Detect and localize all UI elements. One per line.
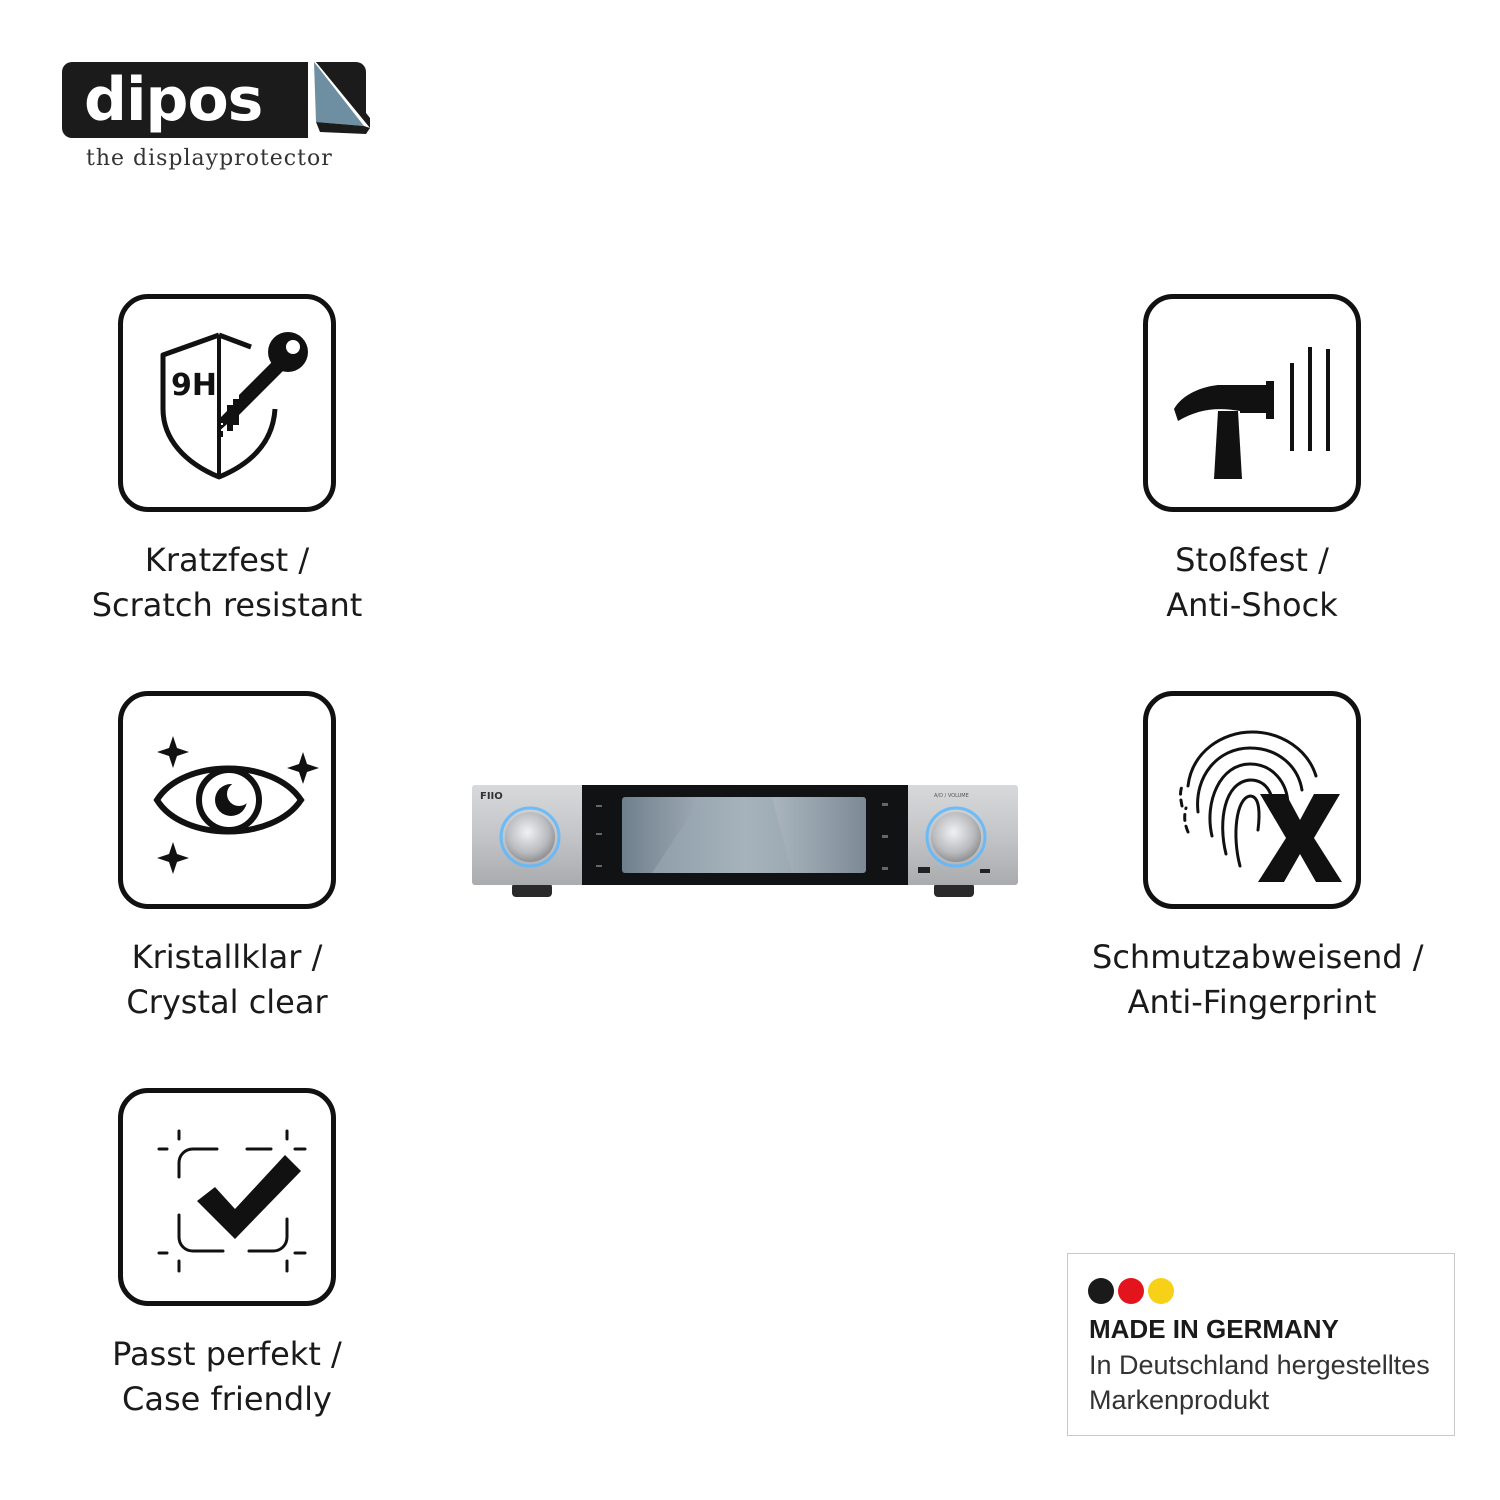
feature-icon-frame bbox=[118, 1088, 336, 1306]
badge-subtitle-line2: Markenprodukt bbox=[1089, 1385, 1270, 1415]
feature-anti-fingerprint: Schmutzabweisend / Anti-Fingerprint bbox=[1092, 691, 1424, 1025]
sparkling-eye-icon bbox=[153, 736, 319, 874]
hammer-shock-icon bbox=[1174, 347, 1330, 479]
badge-subtitle: In Deutschland hergestelltes Markenprodu… bbox=[1089, 1348, 1449, 1418]
feature-label-de: Kristallklar / bbox=[131, 938, 323, 976]
svg-text:9H: 9H bbox=[171, 368, 217, 403]
feature-label-en: Crystal clear bbox=[126, 983, 328, 1021]
feature-label: Schmutzabweisend / Anti-Fingerprint bbox=[1092, 935, 1424, 1025]
device-knob-label: A/D / VOLUME bbox=[934, 793, 969, 799]
shield-key-9h-icon: 9H bbox=[160, 332, 308, 480]
german-flag-dots bbox=[1088, 1278, 1178, 1304]
brand-tagline: the displayprotector bbox=[86, 146, 333, 171]
feature-scratch-resistant: 9H Kratzfest / Scratch resistant bbox=[67, 294, 387, 628]
badge-subtitle-line1: In Deutschland hergestelltes bbox=[1089, 1350, 1430, 1380]
feature-crystal-clear: Kristallklar / Crystal clear bbox=[67, 691, 387, 1025]
feature-label: Kristallklar / Crystal clear bbox=[67, 935, 387, 1025]
flag-dot-red bbox=[1118, 1278, 1144, 1304]
feature-icon-frame bbox=[1143, 294, 1361, 512]
fingerprint-x-icon bbox=[1179, 730, 1342, 882]
fiio-audio-device-image: FIIO A/D / VOLUME bbox=[472, 785, 1018, 897]
made-in-germany-badge: MADE IN GERMANY In Deutschland hergestel… bbox=[1067, 1253, 1455, 1436]
checkmark-frame-icon bbox=[157, 1129, 307, 1273]
feature-anti-shock: Stoßfest / Anti-Shock bbox=[1092, 294, 1412, 628]
feature-label-en: Anti-Shock bbox=[1166, 586, 1338, 624]
feature-label: Kratzfest / Scratch resistant bbox=[67, 538, 387, 628]
brand-name: dipos bbox=[84, 65, 263, 135]
feature-label-de: Kratzfest / bbox=[144, 541, 310, 579]
feature-label-de: Passt perfekt / bbox=[112, 1335, 342, 1373]
dipos-logo: dipos the displayprotector bbox=[62, 62, 370, 182]
feature-icon-frame bbox=[118, 691, 336, 909]
flag-dot-black bbox=[1088, 1278, 1114, 1304]
feature-label: Passt perfekt / Case friendly bbox=[67, 1332, 387, 1422]
feature-label-de: Stoßfest / bbox=[1175, 541, 1329, 579]
feature-icon-frame bbox=[1143, 691, 1361, 909]
feature-label-de: Schmutzabweisend / bbox=[1092, 938, 1424, 976]
feature-label-en: Case friendly bbox=[122, 1380, 332, 1418]
device-brand: FIIO bbox=[480, 791, 503, 802]
badge-title: MADE IN GERMANY bbox=[1089, 1314, 1339, 1344]
feature-case-friendly: Passt perfekt / Case friendly bbox=[67, 1088, 387, 1422]
feature-label: Stoßfest / Anti-Shock bbox=[1092, 538, 1412, 628]
peeled-corner-icon bbox=[308, 62, 370, 140]
feature-label-en: Scratch resistant bbox=[91, 586, 363, 624]
feature-label-en: Anti-Fingerprint bbox=[1127, 983, 1377, 1021]
feature-icon-frame: 9H bbox=[118, 294, 336, 512]
flag-dot-gold bbox=[1148, 1278, 1174, 1304]
